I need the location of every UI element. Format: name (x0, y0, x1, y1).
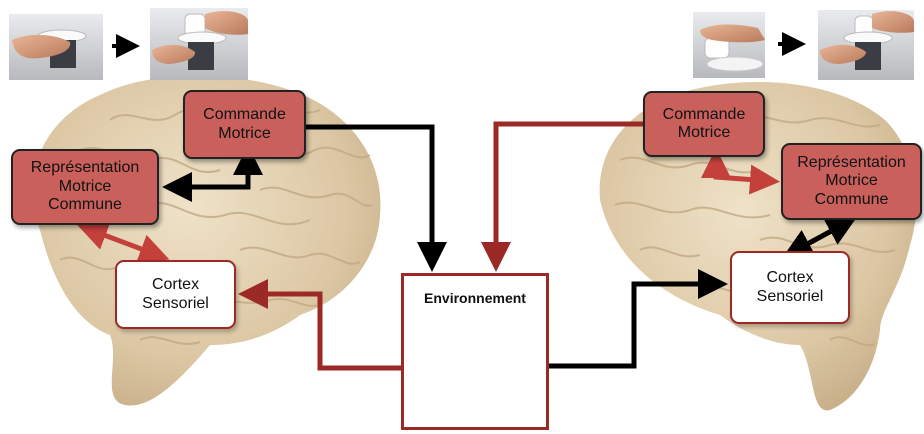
left-commande-line-2: Motrice (218, 124, 271, 142)
left-commande-motrice-box: Commande Motrice (183, 90, 306, 159)
left-cortex-sensoriel-box: Cortex Sensoriel (115, 260, 236, 329)
left-commande-line-1: Commande (203, 106, 286, 124)
left-representation-line-2: Motrice (58, 177, 112, 195)
right-cortex-sensoriel-box: Cortex Sensoriel (730, 251, 850, 324)
environment-label: Environnement (424, 290, 526, 306)
left-representation-cortex-arrow (77, 221, 170, 264)
right-representation-box: Représentation Motrice Commune (781, 143, 922, 220)
left-motor-representation-arrow (162, 145, 263, 202)
left-representation-box: Représentation Motrice Commune (11, 149, 159, 225)
right-commande-motrice-box: Commande Motrice (643, 91, 765, 157)
right-motor-to-environment-arrow (481, 121, 643, 272)
left-motor-to-environment-arrow (306, 124, 447, 272)
left-representation-line-1: Représentation (30, 159, 140, 177)
right-action-photo-after (818, 10, 914, 80)
right-representation-line-1: Représentation (797, 153, 906, 171)
right-commande-line-2: Motrice (677, 124, 731, 141)
right-motor-to-representation-arrow (701, 148, 780, 195)
left-action-photo-after (150, 8, 248, 80)
environment-to-left-cortex-arrow (238, 279, 404, 371)
right-representation-cortex-arrow (782, 217, 857, 258)
right-action-photo-before (693, 12, 765, 78)
environment-frame: Environnement (401, 273, 549, 430)
right-cortex-line-2: Sensoriel (756, 287, 824, 305)
environment-to-right-cortex-arrow (549, 269, 728, 369)
right-commande-line-1: Commande (662, 105, 746, 123)
right-representation-line-2: Motrice (825, 172, 878, 190)
right-cortex-line-1: Cortex (766, 269, 814, 287)
left-representation-line-3: Commune (48, 196, 122, 214)
right-representation-line-3: Commune (814, 190, 889, 208)
left-cortex-line-2: Sensoriel (142, 294, 209, 312)
left-action-photo-before (9, 14, 103, 80)
left-cortex-line-1: Cortex (151, 276, 200, 294)
